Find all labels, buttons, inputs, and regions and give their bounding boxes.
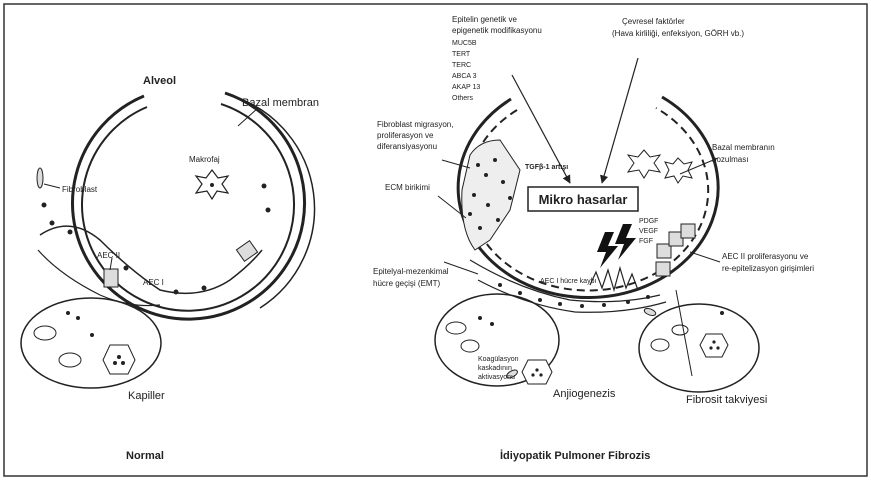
aec2-proliferation-label: AEC II proliferasyonu ve re-epitelizasyo…	[722, 252, 814, 273]
ecm-label: ECM birikimi	[385, 183, 430, 192]
cell-nucleus	[202, 286, 207, 291]
blood-particle	[90, 333, 94, 337]
capillary-vessel	[21, 298, 161, 388]
platelet-cell	[522, 360, 552, 384]
cell-nucleus	[262, 184, 267, 189]
aec2-cell	[656, 262, 670, 276]
ipf-caption: İdiyopatik Pulmoner Fibrozis	[500, 449, 650, 462]
aec2-cell	[681, 224, 695, 238]
red-blood-cell	[59, 353, 81, 367]
emt-label: Epitelyal-mezenkimal hücre geçişi (EMT)	[373, 267, 451, 288]
cell-nucleus	[174, 290, 179, 295]
normal-panel: Alveol Bazal membran Makrofaj Fibroblast…	[21, 75, 319, 462]
red-blood-cell	[34, 326, 56, 340]
cell-nucleus	[117, 355, 121, 359]
makrofaj-label: Makrofaj	[189, 155, 220, 164]
cell-nucleus	[266, 208, 271, 213]
platelet-cell	[700, 334, 728, 357]
macrophage-cell	[628, 150, 660, 178]
injury-bolt-icon	[615, 224, 636, 260]
cell-nucleus	[121, 361, 125, 365]
ipf-panel: Mikro hasarlar Epitelin genetik ve epige…	[373, 15, 814, 462]
capillary-vessel-right	[639, 304, 759, 392]
red-blood-cell	[672, 325, 688, 335]
environmental-factors-label: Çevresel faktörler (Hava kirliliği, enfe…	[612, 17, 744, 38]
genetic-modification-label: Epitelin genetik ve epigenetik modifikas…	[452, 15, 544, 102]
leader-line	[676, 290, 692, 376]
red-blood-cell	[446, 322, 466, 334]
fibrocyte-recruitment-label: Fibrosit takviyesi	[686, 394, 767, 406]
collagen-fibers	[590, 268, 638, 290]
platelet-cell	[103, 345, 135, 374]
leader-line	[690, 252, 720, 262]
fibrocyte-cell	[643, 307, 656, 317]
cell-nucleus	[113, 361, 117, 365]
blood-particle	[478, 316, 482, 320]
bazal-membran-label: Bazal membran	[242, 97, 319, 109]
aec2-cell	[104, 269, 118, 287]
fibroblast-label: Fibroblast	[62, 185, 98, 194]
leader-line	[442, 160, 470, 168]
mikro-hasarlar-label: Mikro hasarlar	[539, 192, 628, 207]
red-blood-cell	[651, 339, 669, 351]
tgf-label: TGFβ-1 artışı	[525, 164, 568, 171]
basement-disruption-label: Bazal membranın bozulması	[712, 143, 777, 164]
fibroblast-migration-label: Fibroblast migrasyon, proliferasyon ve d…	[377, 120, 456, 151]
cell-nucleus	[210, 183, 214, 187]
coagulation-label: Koagülasyon kaskadının aktivasyonu	[478, 356, 520, 381]
blood-particle	[66, 311, 70, 315]
alveol-label: Alveol	[143, 75, 176, 87]
blood-particle	[720, 311, 724, 315]
fibrotic-foci	[462, 140, 520, 250]
basement-membrane-line	[232, 96, 315, 308]
red-blood-cell	[461, 340, 479, 352]
cell-nucleus	[124, 266, 129, 271]
growth-factors-label: PDGF VEGF FGF	[639, 218, 660, 245]
aec1-label: AEC I	[143, 278, 164, 287]
blood-particle	[490, 322, 494, 326]
aec1-loss-label: AEC I hücre kaybı	[540, 278, 596, 285]
angiogenesis-label: Anjiogenezis	[553, 388, 616, 400]
fibroblast-cell	[37, 168, 43, 188]
normal-caption: Normal	[126, 450, 164, 462]
cell-nucleus	[68, 230, 73, 235]
cell-nucleus	[42, 203, 47, 208]
kapiller-label: Kapiller	[128, 390, 165, 402]
leader-line	[44, 184, 60, 188]
aec2-label: AEC II	[97, 251, 120, 260]
cell-nucleus	[50, 221, 55, 226]
injury-bolt-icon	[597, 232, 618, 268]
blood-particle	[76, 316, 80, 320]
